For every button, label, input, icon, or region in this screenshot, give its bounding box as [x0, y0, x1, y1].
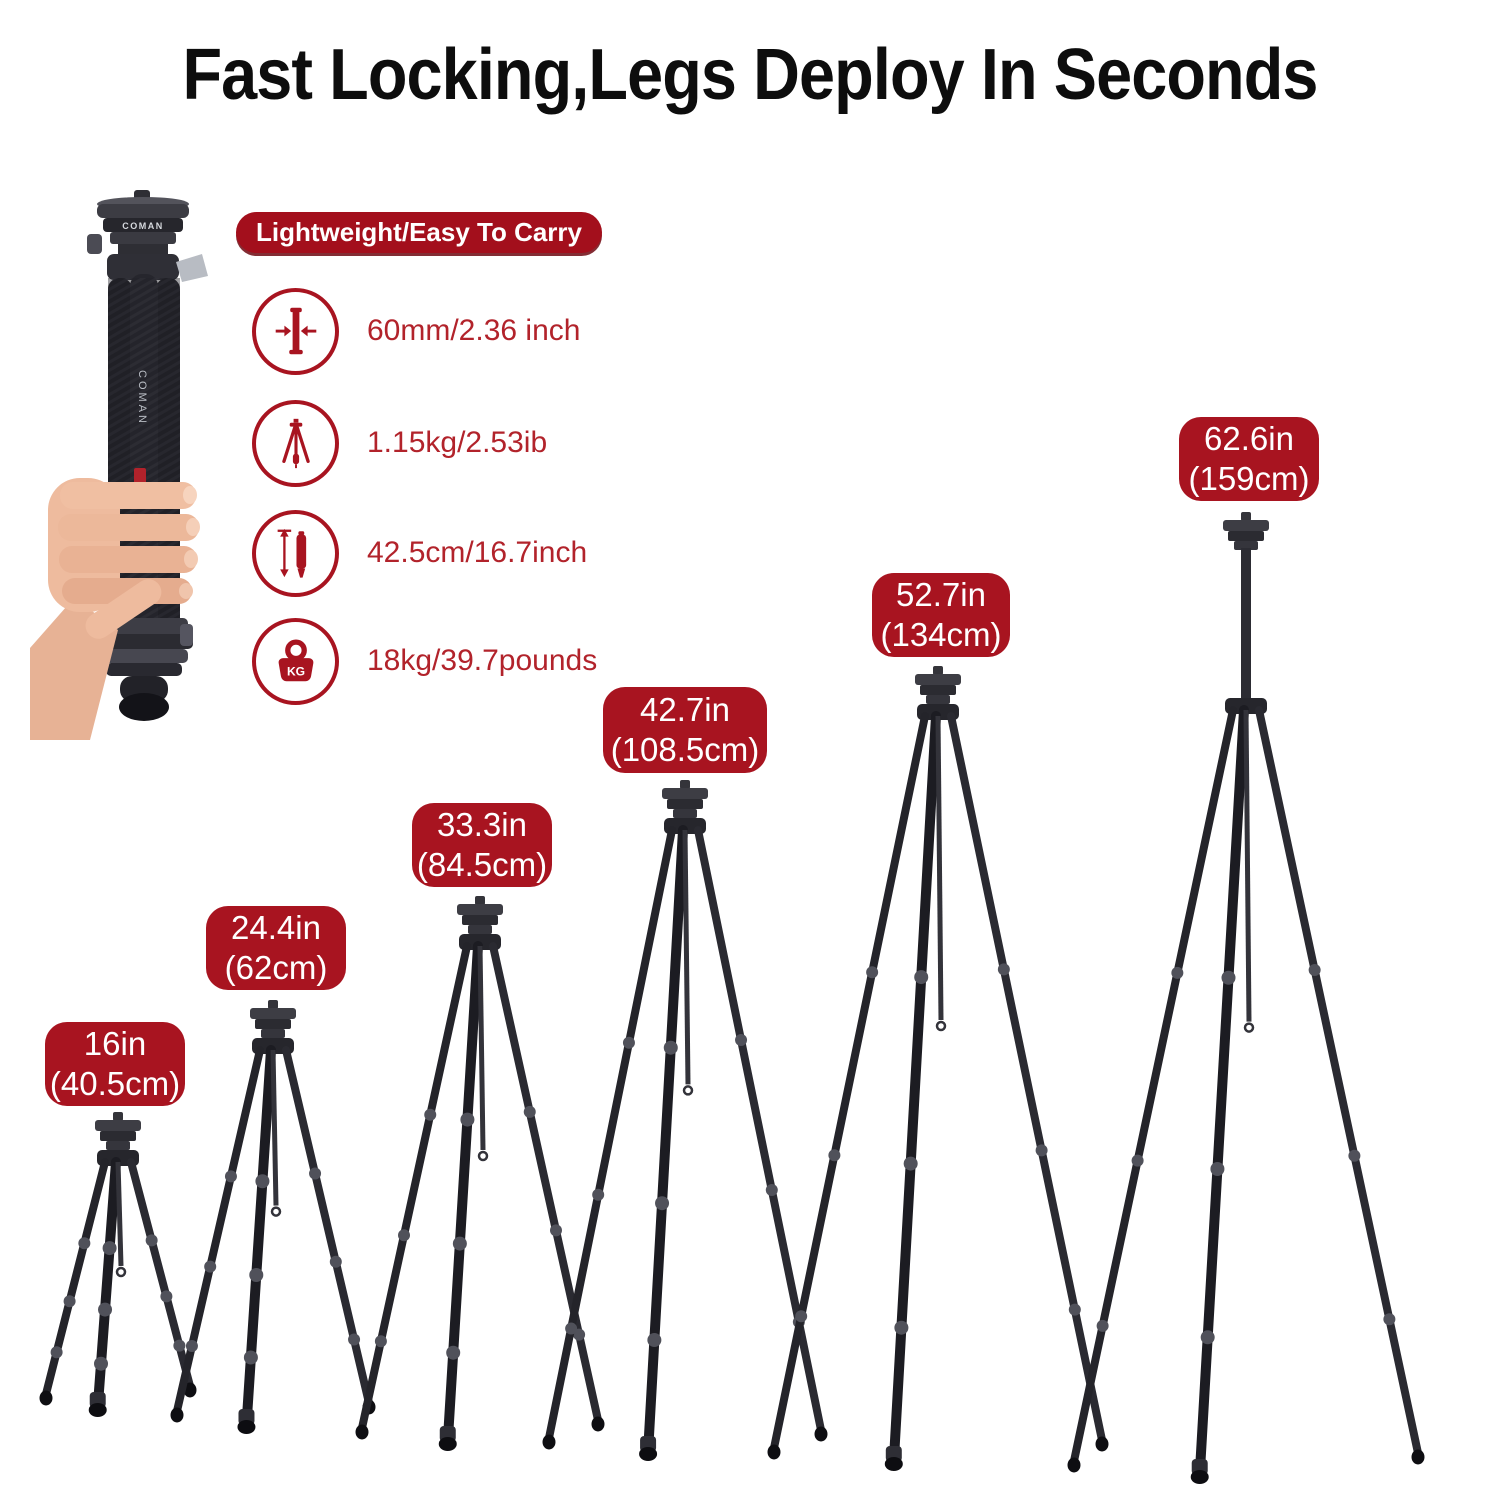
hand-holding-folded-tripod-graphic: COMAN COMAN: [30, 190, 208, 740]
height-inches: 16in: [83, 1025, 147, 1062]
tripod-figure-2: [170, 1000, 376, 1434]
finger: [58, 514, 199, 541]
tripod-figure-3: [355, 896, 605, 1451]
tripod-figure-1: [39, 1112, 197, 1417]
height-inches: 24.4in: [231, 909, 321, 946]
spec-row-diameter: 60mm/2.36 inch: [252, 287, 580, 375]
tripod-foot: [119, 693, 169, 721]
max-load-icon: KG: [252, 617, 339, 705]
height-label-5: 52.7in (134cm): [872, 573, 1010, 657]
height-label-3: 33.3in (84.5cm): [412, 803, 552, 887]
height-cm: (108.5cm): [610, 731, 760, 768]
height-inches: 62.6in: [1204, 420, 1294, 457]
height-inches: 42.7in: [640, 691, 730, 728]
height-label-1: 16in (40.5cm): [45, 1022, 185, 1106]
thumb: [85, 579, 162, 639]
tripod-figure-4: [542, 780, 828, 1461]
diameter-icon: [252, 287, 339, 375]
spec-text-folded-length: 42.5cm/16.7inch: [367, 536, 588, 569]
height-inches: 52.7in: [896, 576, 986, 613]
spec-row-max-load: KG 18kg/39.7pounds: [252, 617, 597, 705]
spec-row-folded-length: 42.5cm/16.7inch: [252, 509, 587, 597]
height-cm: (159cm): [1188, 460, 1310, 497]
height-cm: (62cm): [224, 949, 328, 986]
finger: [59, 546, 197, 573]
finger: [60, 482, 196, 509]
brand-on-leg: COMAN: [136, 370, 148, 426]
lightweight-badge: Lightweight/Easy To Carry: [236, 212, 602, 253]
flip-lock-clip: [176, 254, 208, 282]
kg-label: KG: [286, 665, 304, 679]
page-title: Fast Locking,Legs Deploy In Seconds: [182, 35, 1318, 115]
spec-text-max-load: 18kg/39.7pounds: [367, 644, 598, 677]
tripod-figure-5: [767, 666, 1109, 1471]
folded-length-icon: [252, 509, 339, 597]
height-cm: (134cm): [880, 616, 1002, 653]
tripod-figure-6: [1067, 512, 1425, 1484]
height-label-4: 42.7in (108.5cm): [603, 687, 767, 773]
leg-lock-lever: [87, 234, 102, 254]
height-label-6: 62.6in (159cm): [1179, 417, 1319, 501]
height-inches: 33.3in: [437, 806, 527, 843]
spec-text-diameter: 60mm/2.36 inch: [367, 314, 581, 347]
height-cm: (84.5cm): [416, 846, 548, 883]
height-label-2: 24.4in (62cm): [206, 906, 346, 990]
spec-row-weight: 1.15kg/2.53ib: [252, 399, 547, 487]
brand-on-plate: COMAN: [122, 221, 164, 231]
spec-text-weight: 1.15kg/2.53ib: [367, 426, 548, 459]
height-cm: (40.5cm): [49, 1065, 181, 1102]
tripod-weight-icon: [252, 399, 339, 487]
